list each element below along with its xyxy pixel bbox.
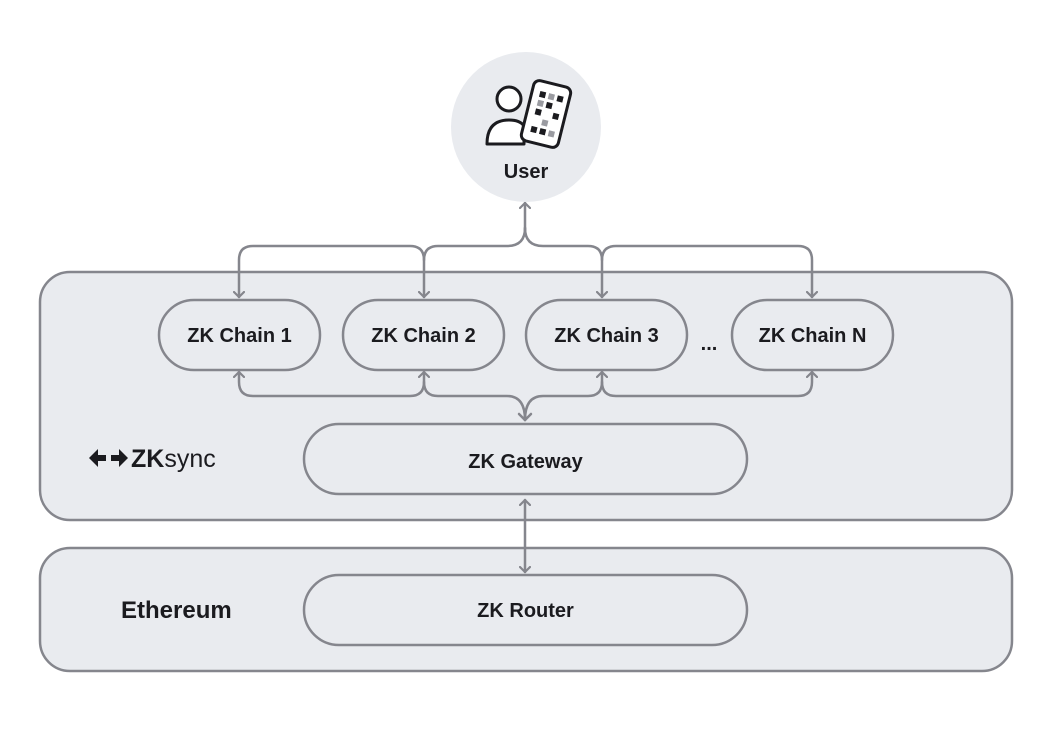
chain-label-1: ZK Chain 1 xyxy=(187,325,291,347)
zksync-logo-light: sync xyxy=(164,445,215,473)
chain-node-3: ZK Chain 3 xyxy=(524,298,689,372)
router-label: ZK Router xyxy=(477,600,574,622)
zksync-logo-text: ZKsync xyxy=(131,445,216,473)
zksync-arrows-icon xyxy=(89,449,128,467)
zksync-logo: ZKsync xyxy=(89,445,216,473)
chain-node-1: ZK Chain 1 xyxy=(157,298,322,372)
user-label: User xyxy=(504,161,549,183)
device-screen-dots xyxy=(530,90,564,138)
chain-label-n: ZK Chain N xyxy=(759,325,867,347)
user-node: User xyxy=(451,52,601,202)
chain-label-2: ZK Chain 2 xyxy=(371,325,475,347)
user-chain-connectors xyxy=(239,201,812,299)
gateway-chain-connectors xyxy=(239,370,812,422)
router-node: ZK Router xyxy=(302,573,749,647)
zksync-logo-bold: ZK xyxy=(131,445,164,473)
gateway-node: ZK Gateway xyxy=(302,422,749,496)
chain-ellipsis: ... xyxy=(701,333,718,355)
chain-label-3: ZK Chain 3 xyxy=(554,325,658,347)
ethereum-label: Ethereum xyxy=(121,597,232,624)
gateway-label: ZK Gateway xyxy=(468,451,583,473)
chain-node-2: ZK Chain 2 xyxy=(341,298,506,372)
chain-node-n: ZK Chain N xyxy=(730,298,895,372)
